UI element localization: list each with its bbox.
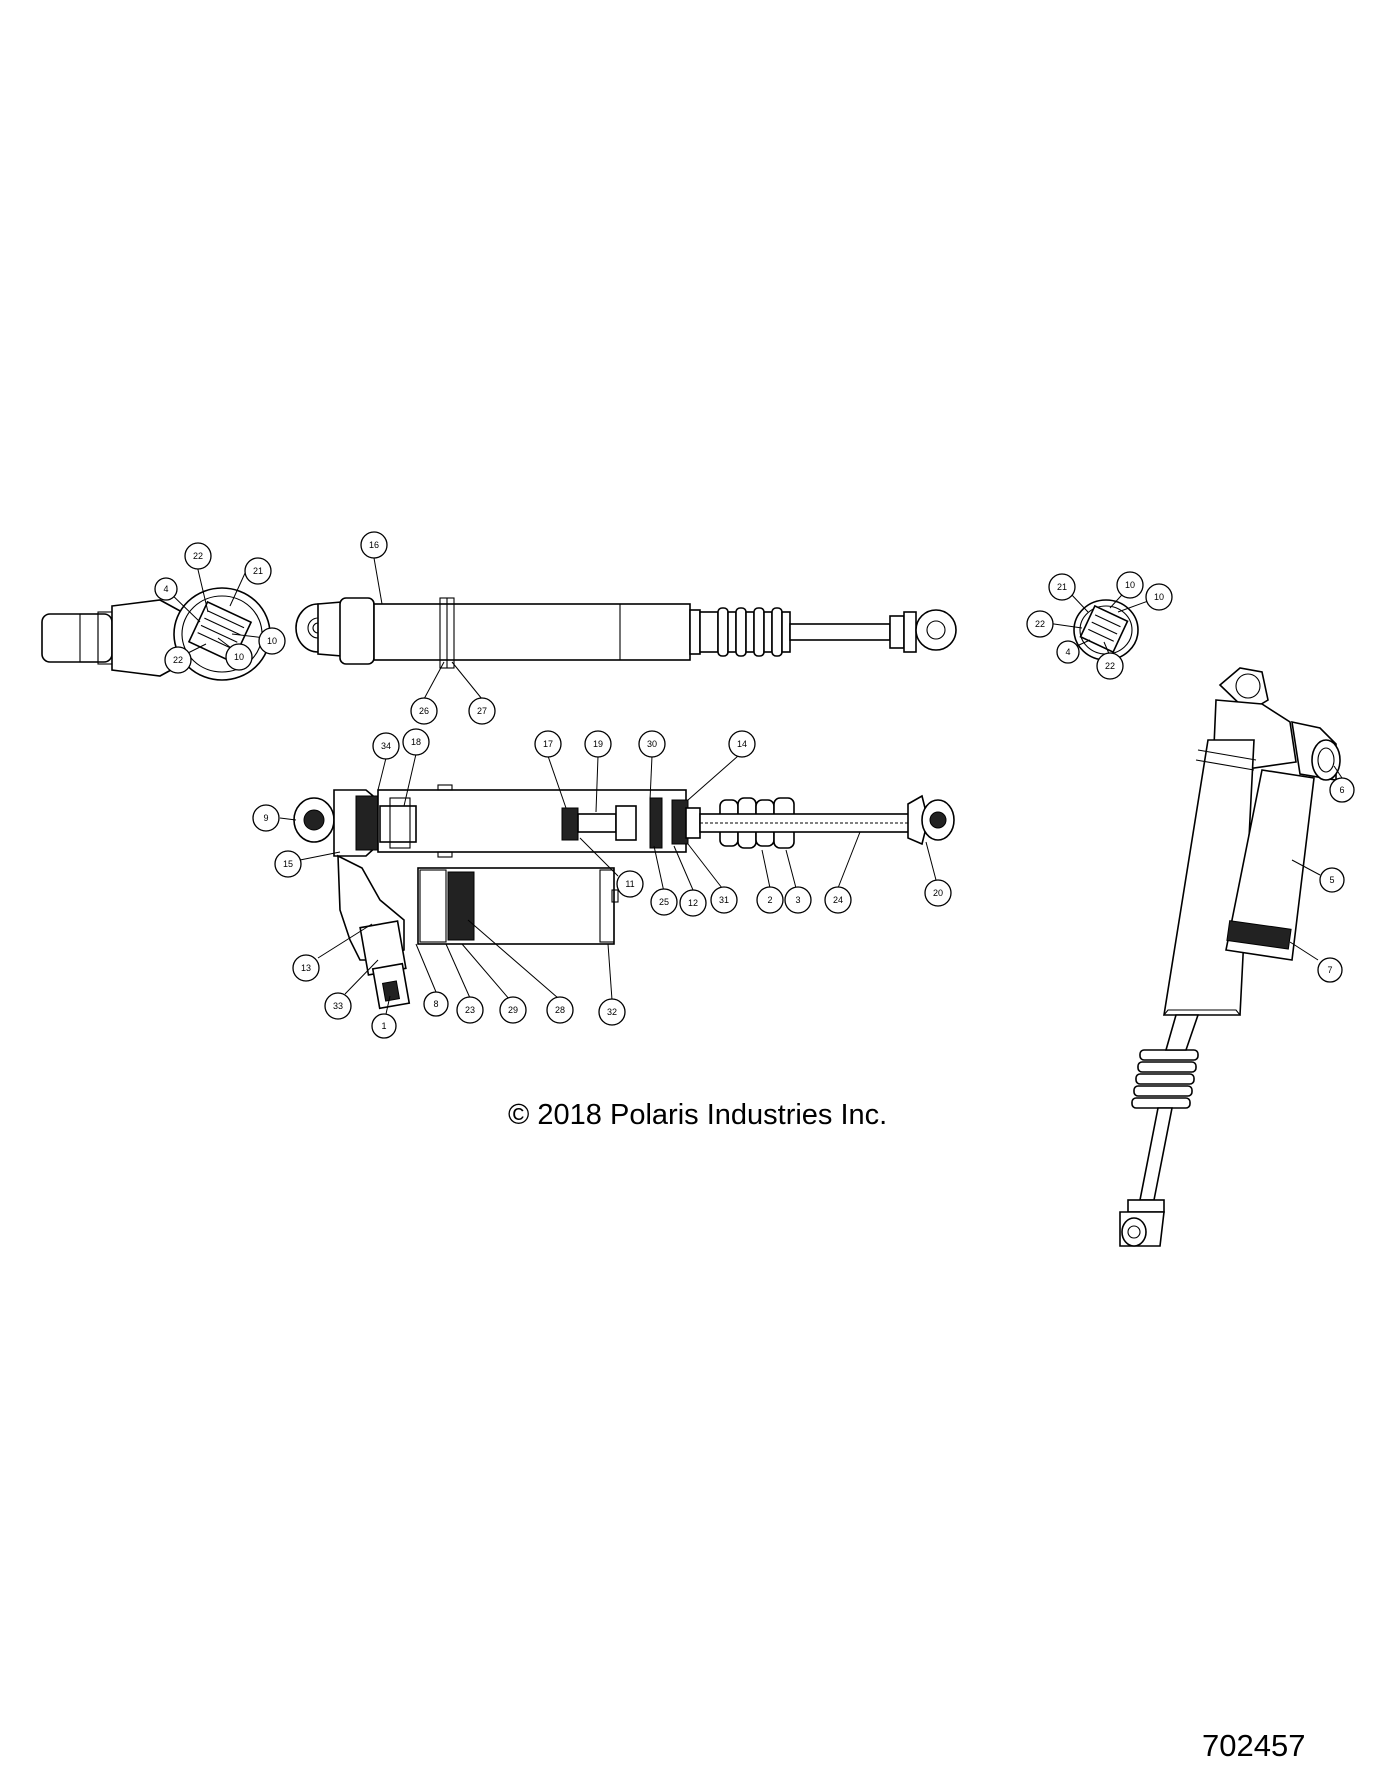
svg-text:5: 5 [1329, 875, 1334, 885]
svg-text:31: 31 [719, 895, 729, 905]
callout-31: 31 [710, 886, 738, 914]
svg-text:2: 2 [767, 895, 772, 905]
callout-20: 20 [924, 879, 952, 907]
svg-text:1: 1 [381, 1021, 386, 1031]
callout-21a: 21 [244, 557, 272, 585]
callout-21b: 21 [1048, 573, 1076, 601]
shock-3d-view [1119, 667, 1341, 1247]
svg-text:24: 24 [833, 895, 843, 905]
callout-11: 11 [616, 870, 644, 898]
svg-text:30: 30 [647, 739, 657, 749]
callout-24: 24 [824, 886, 852, 914]
svg-text:17: 17 [543, 739, 553, 749]
callout-5: 5 [1319, 867, 1345, 893]
shock-section-view [293, 784, 955, 1010]
callout-6: 6 [1329, 777, 1355, 803]
svg-text:15: 15 [283, 859, 293, 869]
callout-2: 2 [756, 886, 784, 914]
svg-text:8: 8 [433, 999, 438, 1009]
svg-text:25: 25 [659, 897, 669, 907]
figure-number: 702457 [1202, 1728, 1306, 1763]
svg-text:33: 33 [333, 1001, 343, 1011]
svg-text:18: 18 [411, 737, 421, 747]
callout-28: 28 [546, 996, 574, 1024]
svg-text:28: 28 [555, 1005, 565, 1015]
callout-34: 34 [372, 732, 400, 760]
callout-29: 29 [499, 996, 527, 1024]
leader-lines [165, 556, 1343, 1015]
svg-text:20: 20 [933, 888, 943, 898]
svg-text:13: 13 [301, 963, 311, 973]
callout-22b: 22 [164, 646, 192, 674]
callout-22a: 22 [184, 542, 212, 570]
svg-text:6: 6 [1339, 785, 1344, 795]
callout-12: 12 [679, 889, 707, 917]
callout-27: 27 [468, 697, 496, 725]
callout-9: 9 [252, 804, 280, 832]
callout-26: 26 [410, 697, 438, 725]
callout-8: 8 [423, 991, 449, 1017]
shock-end-view [1073, 599, 1139, 661]
svg-text:10: 10 [1125, 580, 1135, 590]
svg-text:14: 14 [737, 739, 747, 749]
callout-18: 18 [402, 728, 430, 756]
callout-16: 16 [360, 531, 388, 559]
svg-text:22: 22 [1105, 661, 1115, 671]
callout-7: 7 [1317, 957, 1343, 983]
svg-text:11: 11 [625, 879, 634, 889]
callout-23: 23 [456, 996, 484, 1024]
callout-32: 32 [598, 998, 626, 1026]
callout-10a: 10 [258, 627, 286, 655]
svg-text:7: 7 [1327, 965, 1332, 975]
callout-10d: 10 [1145, 583, 1173, 611]
svg-text:16: 16 [369, 540, 379, 550]
svg-text:21: 21 [1057, 582, 1067, 592]
callout-33: 33 [324, 992, 352, 1020]
callout-1: 1 [371, 1013, 397, 1039]
svg-text:26: 26 [419, 706, 429, 716]
svg-text:22: 22 [173, 655, 183, 665]
callout-17: 17 [534, 730, 562, 758]
svg-text:32: 32 [607, 1007, 617, 1017]
3d-bump-boot [1131, 1049, 1199, 1109]
svg-text:10: 10 [234, 652, 244, 662]
svg-text:10: 10 [1154, 592, 1164, 602]
callout-15: 15 [274, 850, 302, 878]
bump-boot [699, 607, 791, 657]
callout-19: 19 [584, 730, 612, 758]
callout-30: 30 [638, 730, 666, 758]
svg-text:3: 3 [795, 895, 800, 905]
svg-text:19: 19 [593, 739, 603, 749]
callout-4a: 4 [154, 577, 178, 601]
callout-10b: 10 [225, 643, 253, 671]
svg-text:4: 4 [163, 584, 168, 594]
copyright-notice: © 2018 Polaris Industries Inc. [508, 1099, 888, 1131]
callout-10c: 10 [1116, 571, 1144, 599]
callout-4b: 4 [1056, 640, 1080, 664]
callout-14: 14 [728, 730, 756, 758]
callout-22d: 22 [1096, 652, 1124, 680]
svg-text:21: 21 [253, 566, 263, 576]
svg-text:22: 22 [193, 551, 203, 561]
shock-side-view [295, 597, 957, 669]
callout-22c: 22 [1026, 610, 1054, 638]
callout-25: 25 [650, 888, 678, 916]
svg-text:29: 29 [508, 1005, 518, 1015]
svg-text:4: 4 [1065, 647, 1070, 657]
svg-text:34: 34 [381, 741, 391, 751]
callout-13: 13 [292, 954, 320, 982]
svg-text:9: 9 [263, 813, 268, 823]
svg-text:23: 23 [465, 1005, 475, 1015]
svg-text:27: 27 [477, 706, 487, 716]
svg-text:10: 10 [267, 636, 277, 646]
svg-text:22: 22 [1035, 619, 1045, 629]
callout-3: 3 [784, 886, 812, 914]
svg-text:12: 12 [688, 898, 698, 908]
